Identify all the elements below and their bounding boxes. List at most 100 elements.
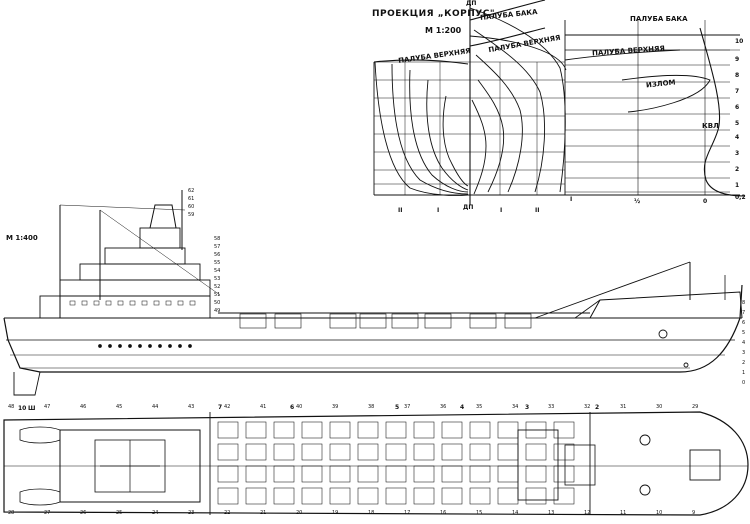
lifeboat [19,426,61,444]
hatch-cover-panel [217,443,239,461]
callout-number: 26 [80,510,87,516]
hatch-cover-panel [497,465,519,483]
callout-number: 22 [224,510,231,516]
frame-mark: 4 [460,404,465,411]
plan-superstructure [59,429,201,503]
hatch-cover-panel [245,443,267,461]
superstructure-lower-tier [39,295,211,319]
hatch-cover-panel [525,465,547,483]
frame-mark: 2 [595,404,600,411]
callout-number: 8 [742,300,746,306]
callout-number: 29 [692,404,699,410]
hatch-cover-panel [413,421,435,439]
waterline-number: 8 [735,72,740,79]
callout-number: 1 [742,370,746,376]
hatch-cover-panel [301,421,323,439]
callout-number: 62 [188,188,195,194]
window [153,300,160,306]
callout-number: 57 [214,244,221,250]
hatch-cover-panel [413,443,435,461]
callout-number: 18 [368,510,375,516]
callout-number: 31 [620,404,627,410]
mast-stay [99,209,221,296]
hatch-cover-panel [413,465,435,483]
callout-number: 15 [476,510,483,516]
buttock-label: I [500,207,503,214]
hatch-cover-panel [357,487,379,505]
hatch-cover-panel [217,487,239,505]
body-plan-projection [373,0,746,205]
waterline-number: 6 [735,104,740,111]
aft-section-line [409,69,469,193]
hatch-cover-panel [441,487,463,505]
callout-number: 39 [332,404,339,410]
window [93,300,100,306]
aft-hatch-opening [517,429,559,501]
aft-section-line [391,63,469,195]
hatch-coaming [391,313,419,329]
hatch-cover-panel [357,421,379,439]
centerline-top-label: ДП [466,0,477,7]
callout-number: 40 [296,404,303,410]
hatch-cover-panel [385,487,407,505]
hatch-cover-panel [497,487,519,505]
hatch-coaming [239,313,267,329]
deck-plan-view [3,411,749,516]
waterline-number: 2 [735,166,740,173]
hatch-cover-panel [217,465,239,483]
hatch-cover-panel [245,487,267,505]
hull-outline [3,284,743,373]
callout-number: 17 [404,510,411,516]
callout-number: 24 [152,510,159,516]
hatch-cover-panel [553,443,575,461]
callout-number: 46 [80,404,87,410]
hatch-cover-panel [329,443,351,461]
callout-number: 20 [296,510,303,516]
windlass [689,449,721,481]
bow-marker [683,362,689,368]
aft-section-line [374,61,469,196]
hatch-cover-panel [497,421,519,439]
forward-section-line [469,7,566,193]
hatch-cover-panel [245,465,267,483]
window [105,300,112,306]
callout-number: 23 [188,510,195,516]
lifeboat [19,488,61,506]
hatch-coaming [504,313,532,329]
hatch-cover-panel [357,443,379,461]
hatch-cover-panel [273,465,295,483]
hatch-cover-panel [385,443,407,461]
aft-section-line [442,95,469,187]
porthole [158,344,162,348]
hatch-cover-panel [217,421,239,439]
hatch-cover-panel [469,443,491,461]
callout-number: 42 [224,404,231,410]
hatch-cover-panel [469,421,491,439]
callout-number: 28 [8,510,15,516]
callout-number: 35 [476,404,483,410]
frame-mark: 5 [395,404,400,411]
callout-number: 50 [214,300,221,306]
hatch-cover-panel [329,487,351,505]
callout-number: 3 [742,350,746,356]
hatch-cover-panel [301,465,323,483]
deck-label-forecastle-right: ПАЛУБА БАКА [630,15,688,23]
porthole [178,344,182,348]
hatch-cover-panel [497,443,519,461]
callout-number: 47 [44,404,51,410]
buttock-label: II [535,207,540,214]
waterline-number: 3 [735,150,740,157]
porthole [168,344,172,348]
forward-section-line [475,54,523,193]
waterline-number: 5 [735,120,740,127]
callout-number: 34 [512,404,519,410]
plan-cross [100,440,160,492]
callout-number: 12 [584,510,591,516]
hatch-cover-panel [385,465,407,483]
callout-number: 9 [692,510,696,516]
crane-jib [574,299,601,319]
hatch-coaming [424,313,452,329]
callout-number: 5 [742,330,746,336]
hatch-cover-panel [245,421,267,439]
